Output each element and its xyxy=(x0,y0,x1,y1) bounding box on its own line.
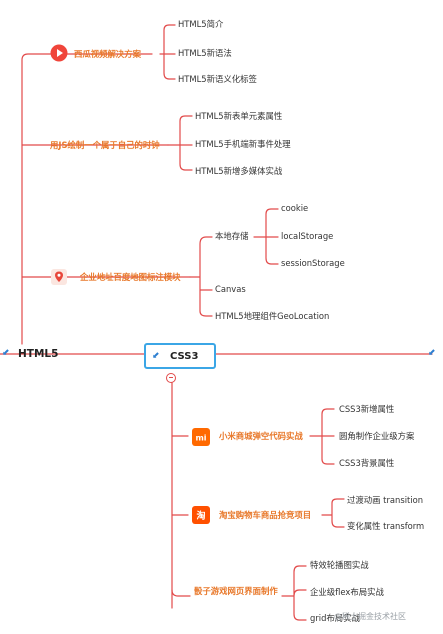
c2-children xyxy=(321,498,345,528)
collapse-toggle-icon[interactable] xyxy=(166,373,176,383)
child-topic[interactable]: Canvas xyxy=(215,284,246,294)
expand-arrow-icon: ⬋ xyxy=(152,351,160,361)
child-topic[interactable]: HTML5地理组件GeoLocation xyxy=(215,311,330,321)
child-topic[interactable]: HTML5新语义化标签 xyxy=(178,74,257,84)
css3-node[interactable]: ⬋ CSS3 xyxy=(144,343,216,369)
svg-text:mi: mi xyxy=(195,434,206,443)
child-topic[interactable]: 本地存储 xyxy=(215,231,249,241)
child-topic[interactable]: 变化属性 transform xyxy=(347,521,425,531)
taobao-logo-icon: 淘 xyxy=(192,506,210,524)
branch-label[interactable]: 西瓜视频解决方案 xyxy=(74,49,141,59)
watermark: @稀土掘金技术社区 xyxy=(334,612,406,621)
child-topic[interactable]: HTML5新表单元素属性 xyxy=(195,111,283,121)
branch-label[interactable]: 企业地址百度地图标注模块 xyxy=(80,272,181,282)
storage-children xyxy=(253,208,279,265)
storage-topic[interactable]: sessionStorage xyxy=(281,258,345,268)
html5-trunk xyxy=(21,53,153,345)
child-topic[interactable]: HTML5手机端新事件处理 xyxy=(195,139,291,149)
root-html5[interactable]: HTML5 xyxy=(18,348,59,360)
child-topic[interactable]: grid布局实战 xyxy=(310,613,360,623)
b1-children xyxy=(159,24,176,80)
child-topic[interactable]: HTML5简介 xyxy=(178,19,224,29)
b3-children xyxy=(189,236,213,317)
storage-topic[interactable]: localStorage xyxy=(281,231,334,241)
child-topic[interactable]: CSS3背景属性 xyxy=(339,458,395,468)
map-pin-icon xyxy=(51,269,67,285)
child-topic[interactable]: 圆角制作企业级方案 xyxy=(339,431,415,441)
branch-label[interactable]: 淘宝购物车商品抢竞项目 xyxy=(219,510,312,520)
css3-branch-3 xyxy=(171,589,191,597)
svg-text:淘: 淘 xyxy=(196,510,205,522)
child-topic[interactable]: HTML5新增多媒体实战 xyxy=(195,166,283,176)
expand-arrow-icon[interactable]: ⬋ xyxy=(2,348,10,358)
b2-children xyxy=(167,115,193,171)
c1-children xyxy=(309,408,335,465)
child-topic[interactable]: HTML5新语法 xyxy=(178,48,232,58)
branch-label[interactable]: 小米商城弹空代码实战 xyxy=(219,431,303,441)
xigua-video-logo-icon xyxy=(50,44,68,62)
css3-label: CSS3 xyxy=(170,351,199,362)
c3-children xyxy=(281,565,307,621)
child-topic[interactable]: 过渡动画 transition xyxy=(347,495,424,505)
child-topic[interactable]: CSS3新增属性 xyxy=(339,404,395,414)
child-topic[interactable]: 特效轮播图实战 xyxy=(310,560,369,570)
storage-topic[interactable]: cookie xyxy=(281,203,309,213)
branch-label[interactable]: 骰子游戏网页界面制作 xyxy=(194,586,278,596)
branch-label[interactable]: 用JS绘制一个属于自己的时钟 xyxy=(50,140,160,150)
expand-arrow-icon[interactable]: ⬋ xyxy=(428,348,436,358)
xiaomi-logo-icon: mi xyxy=(192,428,210,446)
child-topic[interactable]: 企业级flex布局实战 xyxy=(310,587,384,597)
